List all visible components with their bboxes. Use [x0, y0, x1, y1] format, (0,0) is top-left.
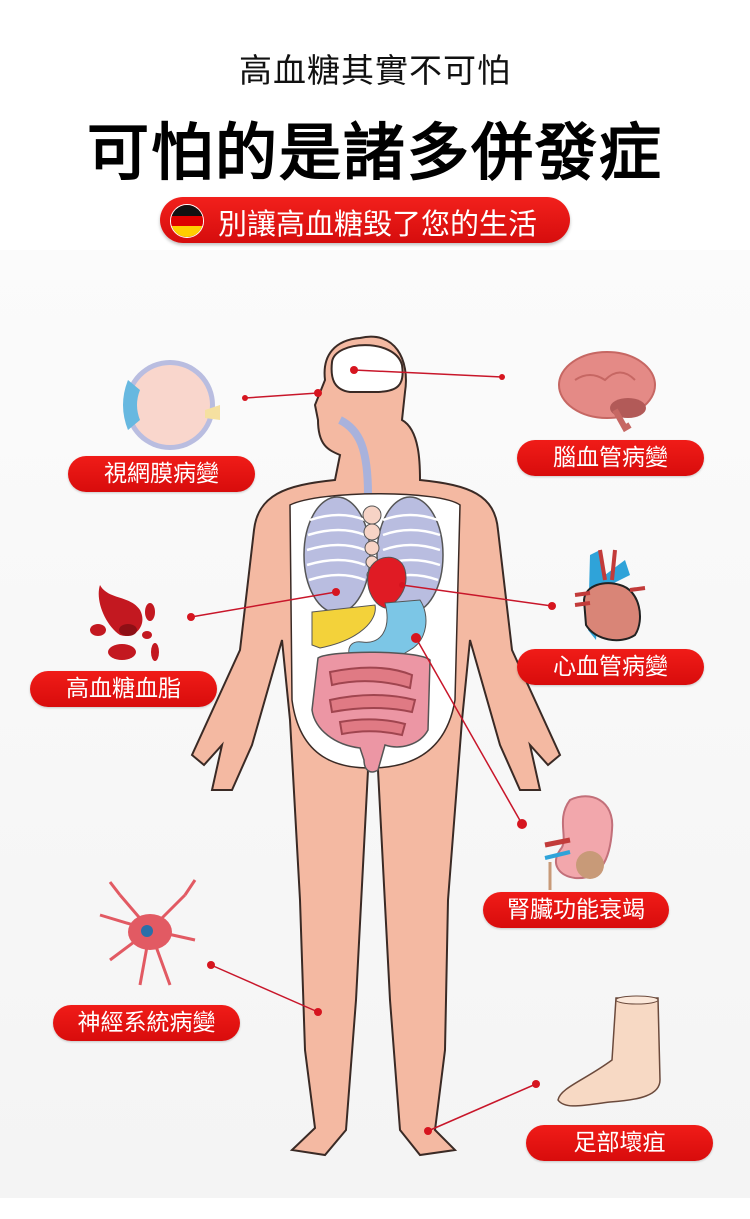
kidney-icon	[544, 795, 614, 890]
label-retinopathy: 視網膜病變	[68, 456, 255, 492]
head-brain-icon	[330, 344, 404, 393]
label-neuropathy: 神經系統病變	[53, 1005, 240, 1041]
label-foot-gangrene: 足部壞疽	[526, 1125, 713, 1161]
heart-icon	[574, 549, 646, 642]
slogan-banner: 別讓高血糖毀了您的生活	[160, 197, 570, 243]
pointer-lines	[190, 369, 553, 1132]
subtitle: 高血糖其實不可怕	[239, 51, 511, 90]
brain-icon	[558, 351, 656, 433]
label-cardiovascular: 心血管病變	[517, 649, 704, 685]
germany-flag-icon	[170, 204, 204, 238]
eye-icon	[123, 360, 220, 450]
banner-text: 別讓高血糖毀了您的生活	[218, 207, 538, 241]
pointer-dots	[187, 366, 556, 1135]
page-title: 可怕的是諸多併發症	[86, 116, 663, 189]
red-blood-cells-icon	[90, 585, 159, 661]
foot-icon	[557, 995, 661, 1107]
label-kidney-failure: 腎臟功能衰竭	[483, 892, 669, 928]
label-hyperglycemia-lipids: 高血糖血脂	[30, 671, 217, 707]
liver-icon	[311, 604, 376, 649]
neuron-icon	[99, 879, 197, 986]
heart-organ-icon	[367, 556, 407, 609]
label-cerebrovascular: 腦血管病變	[517, 440, 704, 476]
